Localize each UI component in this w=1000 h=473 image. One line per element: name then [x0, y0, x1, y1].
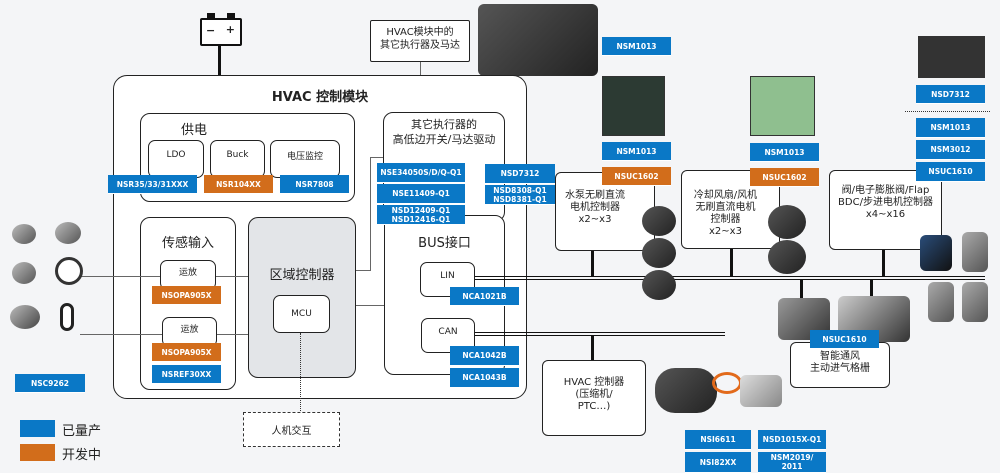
pump-image — [642, 238, 676, 268]
label: 冷却风扇/风机 — [693, 190, 758, 201]
opamp-block: 运放 — [162, 317, 217, 347]
chip-tag: NSE34050S/D/Q-Q1 — [377, 163, 465, 183]
label: HVAC模块中的 — [386, 27, 454, 38]
chip-tag: NSREF30XX — [152, 365, 221, 384]
chip-tag: NSM1013 — [916, 118, 985, 138]
chip-tag: NSD1015X-Q1 — [758, 430, 826, 450]
pressure-sensor-icon — [55, 222, 81, 244]
blower-image — [768, 205, 806, 239]
label: 高低边开关/马达驱动 — [392, 133, 496, 146]
chip-tag: NSE11409-Q1 — [377, 184, 465, 204]
chip-tag: NSOPA905X — [152, 343, 221, 362]
pump-image — [642, 270, 676, 300]
chip-tag: NSM2019/2011 — [758, 452, 826, 473]
label: 控制器 — [710, 214, 741, 225]
label: 主动进气格栅 — [810, 363, 870, 374]
chip-tag: NSUC1602 — [602, 167, 671, 186]
chip-tag: NCA1021B — [450, 287, 519, 306]
chip-tag: NSR35/33/31XXX — [108, 175, 197, 194]
hvac-controller-box: HVAC 控制器 (压缩机/ PTC…) — [542, 360, 646, 436]
fan-pcb-image — [750, 76, 815, 136]
valve-image — [962, 232, 988, 272]
hmi-box: 人机交互 — [243, 412, 340, 447]
label: 其它执行器及马达 — [380, 40, 460, 51]
label: x2~x3 — [578, 214, 612, 225]
label: 其它执行器的 — [411, 118, 477, 131]
legend-swatch-in-development — [20, 444, 55, 461]
gauge-icon — [55, 257, 83, 285]
chip-name: NSD8308-Q1 — [493, 185, 547, 195]
thermometer-icon — [60, 303, 74, 331]
label: BDC/步进电机控制器 — [838, 197, 933, 208]
chip-name: 2011 — [781, 462, 803, 471]
chip-name: NSD12416-Q1 — [391, 214, 451, 224]
label: x2~x3 — [709, 226, 742, 237]
compressor-image — [655, 368, 717, 413]
label: (压缩机/ — [575, 389, 613, 400]
buck-block: Buck — [210, 140, 265, 178]
voltage-monitor-block: 电压监控 — [270, 140, 340, 178]
opamp-block: 运放 — [160, 260, 216, 290]
chip-name: NSD8381-Q1 — [493, 194, 547, 204]
valve-image — [928, 282, 954, 322]
valve-image — [962, 282, 988, 322]
smart-vent-box: 智能通风 主动进气格栅 — [790, 342, 890, 388]
legend-label: 开发中 — [62, 448, 102, 463]
chip-tag: NSUC1602 — [750, 168, 819, 187]
chip-tag: NSM1013 — [602, 142, 671, 161]
power-title: 供电 — [181, 123, 208, 138]
hvac-unit-image — [478, 4, 598, 76]
battery-icon: − + — [200, 13, 242, 46]
label: x4~x16 — [865, 209, 906, 220]
pressure-sensor-icon — [12, 224, 36, 244]
label: 电机控制器 — [570, 202, 620, 213]
cable-image — [712, 372, 742, 394]
chip-tag: NSI6611 — [685, 430, 751, 450]
can-bus-line — [475, 332, 725, 336]
mcu-block: MCU — [273, 295, 330, 333]
chip-tag: NSM3012 — [916, 140, 985, 160]
label: 无刷直流电机 — [695, 202, 756, 213]
temperature-sensor-icon — [10, 305, 40, 329]
chip-tag: NSUC1610 — [810, 330, 879, 349]
valve-image — [920, 235, 952, 271]
chip-name: NSD12409-Q1 — [391, 205, 451, 215]
chip-tag: NSM1013 — [750, 143, 819, 162]
module-title: HVAC 控制模块 — [271, 90, 369, 105]
blower-image — [768, 240, 806, 274]
label: 智能通风 — [820, 351, 860, 362]
chip-tag: NSD7312 — [916, 85, 985, 104]
other-motors-box: HVAC模块中的 其它执行器及马达 — [370, 20, 470, 62]
pressure-sensor-icon — [12, 262, 36, 284]
label: HVAC 控制器 — [563, 377, 625, 388]
ldo-block: LDO — [148, 140, 204, 178]
chip-tag: NSUC1610 — [916, 162, 985, 182]
label: 水泵无刷直流 — [565, 190, 625, 201]
legend-label: 已量产 — [62, 424, 102, 439]
label: 阀/电子膨胀阀/Flap — [841, 185, 930, 196]
pump-image — [642, 206, 676, 236]
legend-swatch-mass-production — [20, 420, 55, 437]
chip-tag: NSM1013 — [602, 37, 671, 56]
chip-tag: NCA1042B — [450, 346, 519, 366]
chip-tag: NSR104XX — [204, 175, 273, 194]
valve-actuator-image — [918, 36, 985, 78]
chip-tag: NSC9262 — [15, 374, 85, 393]
chip-name: NSM2019/ — [770, 453, 814, 462]
chip-tag: NSR7808 — [280, 175, 349, 194]
inverter-image — [740, 375, 782, 407]
chip-tag: NSD7312 — [485, 164, 555, 184]
bus-title: BUS接口 — [418, 236, 471, 251]
chip-tag: NCA1043B — [450, 368, 519, 388]
zone-title: 区域控制器 — [269, 268, 335, 283]
sensor-title: 传感输入 — [161, 236, 214, 251]
chip-tag: NSOPA905X — [152, 286, 221, 305]
pump-pcb-image — [602, 76, 665, 136]
label: PTC…) — [577, 401, 611, 412]
chip-tag: NSI82XX — [685, 452, 751, 473]
